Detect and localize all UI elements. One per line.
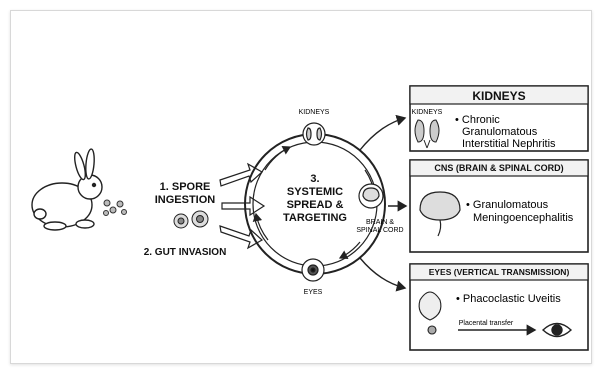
cns-line1: • Granulomatous: [466, 199, 549, 211]
panel-kidneys: KIDNEYS KIDNEYS • Chronic Granulomatous …: [410, 86, 588, 151]
kidneys-line2: Granulomatous: [462, 126, 538, 138]
stage2-label: 2. GUT INVASION: [144, 247, 227, 258]
stage3-line3: SPREAD &: [287, 199, 344, 211]
cns-panel-header: CNS (BRAIN & SPINAL CORD): [434, 163, 563, 173]
kidneys-line3: Interstitial Nephritis: [462, 138, 556, 150]
ring-eyes-label: EYES: [304, 289, 323, 296]
brain-icon: [359, 184, 383, 208]
stage3-line2: SYSTEMIC: [287, 186, 343, 198]
kidney-icon: [303, 123, 325, 145]
stage3-line4: TARGETING: [283, 212, 347, 224]
ring-kidneys-label: KIDNEYS: [299, 109, 330, 116]
eyes-panel-header: EYES (VERTICAL TRANSMISSION): [429, 267, 570, 277]
spore-pellets: [104, 200, 127, 216]
stage3-line1: 3.: [310, 173, 319, 185]
cns-line2: Meningoencephalitis: [473, 212, 574, 224]
rabbit-icon: [32, 149, 102, 230]
entry-arrows: [220, 164, 264, 248]
ring-brain-label2: SPINAL CORD: [356, 227, 403, 234]
kidneys-panel-sublabel: KIDNEYS: [412, 109, 443, 116]
stage1-label: 1. SPORE: [160, 181, 211, 193]
ring-brain-label1: BRAIN &: [366, 219, 394, 226]
placental-transfer-label: Placental transfer: [459, 320, 514, 327]
spore-icon: [174, 211, 208, 228]
kidneys-panel-header: KIDNEYS: [472, 89, 525, 103]
eye-icon: [302, 259, 324, 281]
panel-cns: CNS (BRAIN & SPINAL CORD) • Granulomatou…: [410, 160, 588, 252]
eyes-line1: • Phacoclastic Uveitis: [456, 293, 561, 305]
kidneys-line1: • Chronic: [455, 114, 500, 126]
panel-eyes: EYES (VERTICAL TRANSMISSION) • Phacoclas…: [410, 264, 588, 350]
stage1-label2: INGESTION: [155, 194, 216, 206]
